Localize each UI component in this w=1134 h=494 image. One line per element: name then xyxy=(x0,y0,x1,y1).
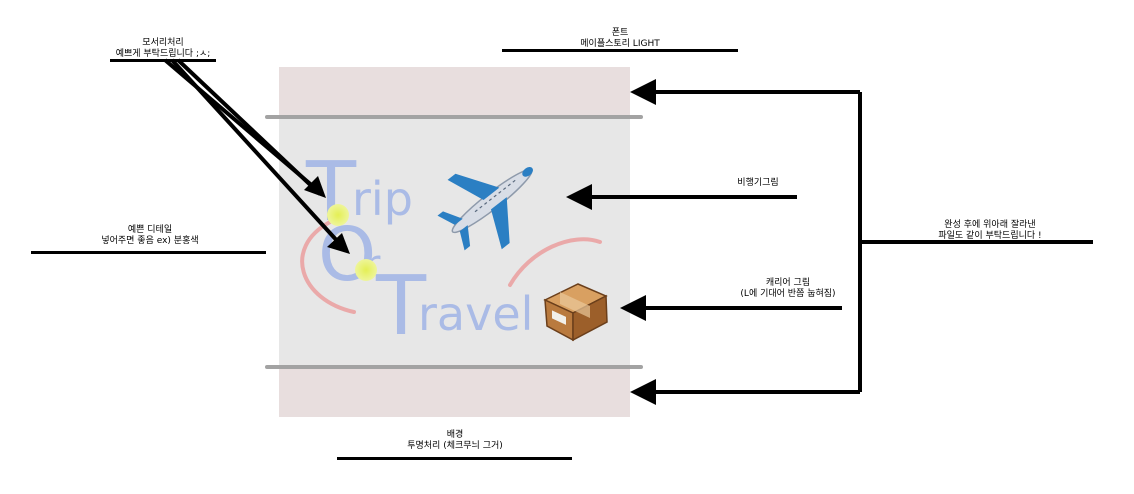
note-corner-line1: 모서리처리 xyxy=(142,38,184,48)
note-font-line2: 메이플스토리 LIGHT xyxy=(580,39,660,49)
note-plane: 비행기그림 xyxy=(718,178,798,189)
pink-arc-left xyxy=(300,220,356,314)
logo-word-travel-t: T xyxy=(375,259,427,354)
corner-highlight-dot-2 xyxy=(355,259,377,281)
note-corner-rule xyxy=(110,59,216,62)
airplane-icon xyxy=(437,167,533,251)
logo-word-trip-rest: rip xyxy=(352,172,413,226)
logo-word-or-o: O xyxy=(318,212,376,298)
note-carrier: 캐리어 그림 (L에 기대어 반쯤 눕혀짐) xyxy=(728,278,848,300)
plane-arrow xyxy=(566,184,797,210)
note-background-line2: 투명처리 (체크무늬 그거) xyxy=(407,441,503,451)
note-font-line1: 폰트 xyxy=(611,28,629,38)
note-carrier-line1: 캐리어 그림 xyxy=(765,278,811,288)
note-finish-line2: 파일도 같이 부탁드립니다 ! xyxy=(938,231,1042,241)
note-corner: 모서리처리 예쁘게 부탁드립니다 ;ㅅ; xyxy=(98,38,228,60)
note-corner-line2: 예쁘게 부탁드립니다 ;ㅅ; xyxy=(115,49,211,59)
note-background-rule xyxy=(337,457,572,460)
note-background-line1: 배경 xyxy=(446,430,464,440)
logo-word-travel-rest: ravel xyxy=(418,287,533,341)
corner-arrows xyxy=(163,58,350,254)
corner-highlight-dot-1 xyxy=(327,204,349,226)
package-box-icon xyxy=(543,283,608,342)
note-detail-line2: 넣어주면 좋음 ex) 분홍색 xyxy=(101,236,199,246)
note-font: 폰트 메이플스토리 LIGHT xyxy=(540,28,700,50)
note-detail-rule xyxy=(31,251,266,254)
note-plane-line1: 비행기그림 xyxy=(737,178,779,188)
note-finish-line1: 완성 후에 위아래 잘라낸 xyxy=(944,220,1036,230)
note-font-rule xyxy=(502,49,738,52)
note-carrier-line2: (L에 기대어 반쯤 눕혀짐) xyxy=(740,289,836,299)
note-detail: 예쁜 디테일 넣어주면 좋음 ex) 분홍색 xyxy=(70,225,230,247)
note-detail-line1: 예쁜 디테일 xyxy=(127,225,173,235)
pink-arc-right xyxy=(508,237,602,287)
finish-bracket-arrows xyxy=(630,79,1093,405)
carrier-arrow xyxy=(620,295,842,321)
note-background: 배경 투명처리 (체크무늬 그거) xyxy=(380,430,530,452)
note-finish: 완성 후에 위아래 잘라낸 파일도 같이 부탁드립니다 ! xyxy=(905,220,1075,242)
